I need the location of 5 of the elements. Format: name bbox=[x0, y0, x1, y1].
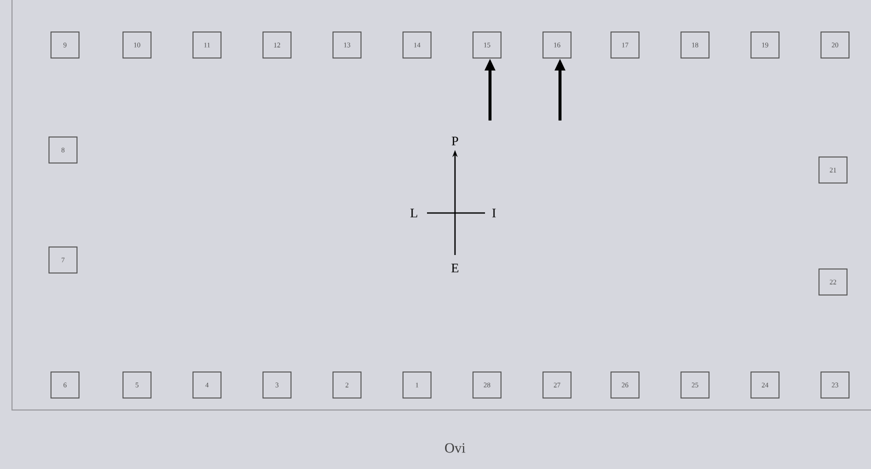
compass-label: I bbox=[492, 208, 496, 218]
compass-label: L bbox=[410, 208, 418, 218]
caption: Ovi bbox=[445, 443, 466, 453]
compass-label: P bbox=[452, 136, 458, 146]
compass-label: E bbox=[451, 264, 458, 272]
